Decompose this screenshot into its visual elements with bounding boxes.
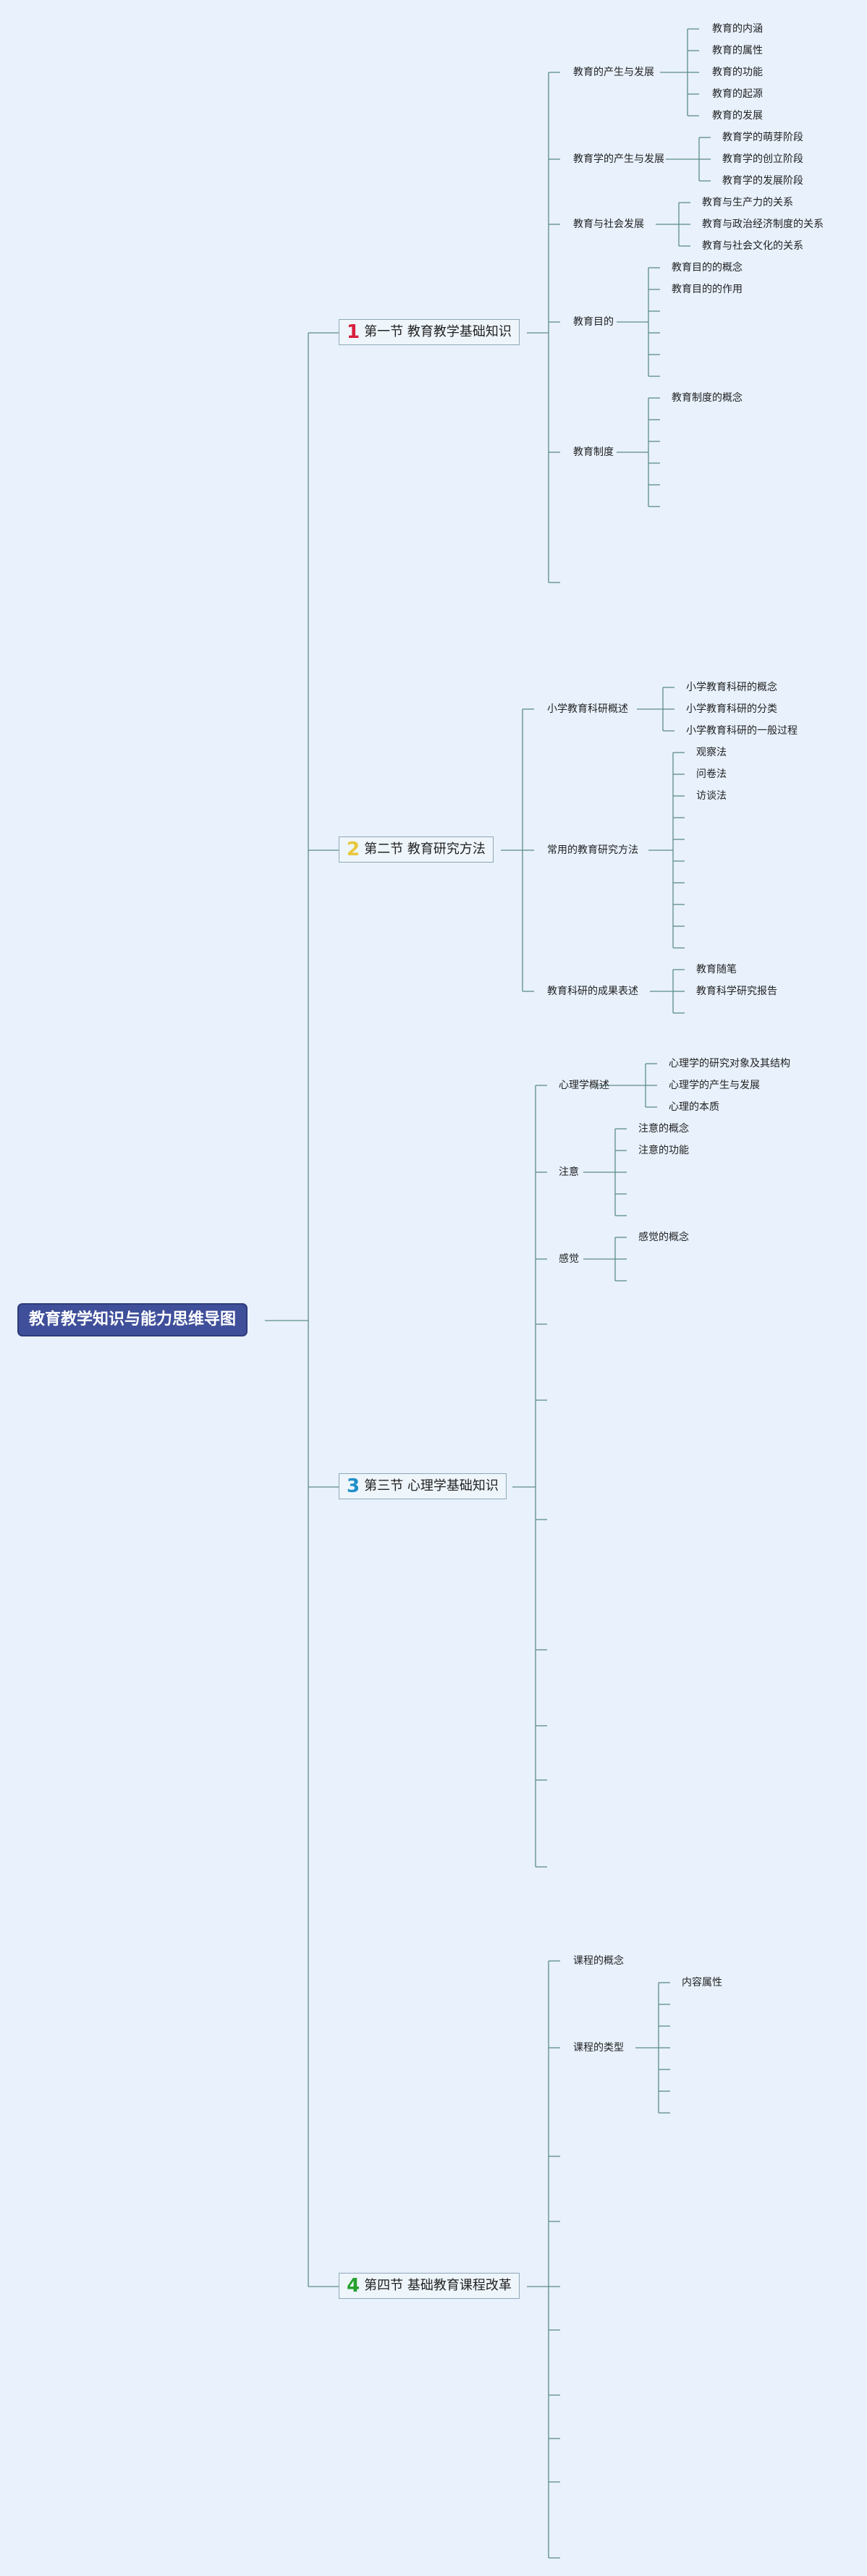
- leaf-3-1-2[interactable]: 心理学的产生与发展: [669, 1080, 760, 1091]
- leaf-3-1-1[interactable]: 心理学的研究对象及其结构: [669, 1058, 790, 1069]
- topic-4-2[interactable]: 课程的类型: [573, 2042, 624, 2054]
- leaf-2-3-2[interactable]: 教育科学研究报告: [696, 986, 777, 997]
- topic-1-5[interactable]: 教育制度: [573, 446, 614, 458]
- leaf-2-2-3[interactable]: 访谈法: [696, 790, 727, 802]
- leaf-1-1-5[interactable]: 教育的发展: [712, 110, 763, 122]
- leaf-1-4-2[interactable]: 教育目的的作用: [672, 284, 743, 295]
- leaf-2-1-3[interactable]: 小学教育科研的一般过程: [686, 725, 798, 737]
- section-4-title: 第四节 基础教育课程改革: [364, 2278, 512, 2293]
- topic-1-1[interactable]: 教育的产生与发展: [573, 67, 654, 78]
- leaf-2-2-2[interactable]: 问卷法: [696, 768, 727, 780]
- section-3-title: 第三节 心理学基础知识: [364, 1478, 499, 1494]
- leaf-1-3-3[interactable]: 教育与社会文化的关系: [702, 240, 803, 252]
- leaf-3-2-1[interactable]: 注意的概念: [638, 1123, 689, 1135]
- leaf-4-2-1[interactable]: 内容属性: [682, 1977, 722, 1988]
- leaf-2-3-1[interactable]: 教育随笔: [696, 964, 737, 975]
- leaf-2-1-1[interactable]: 小学教育科研的概念: [686, 682, 777, 693]
- leaf-1-1-3[interactable]: 教育的功能: [712, 67, 763, 78]
- section-2-node[interactable]: 2 第二节 教育研究方法: [339, 836, 494, 863]
- topic-4-1[interactable]: 课程的概念: [573, 1955, 624, 1967]
- leaf-2-1-2[interactable]: 小学教育科研的分类: [686, 703, 777, 715]
- leaf-1-2-1[interactable]: 教育学的萌芽阶段: [722, 132, 803, 143]
- leaf-2-2-1[interactable]: 观察法: [696, 747, 727, 758]
- topic-2-3[interactable]: 教育科研的成果表述: [547, 986, 638, 997]
- section-2-number: 2: [347, 839, 360, 860]
- leaf-1-1-2[interactable]: 教育的属性: [712, 45, 763, 56]
- leaf-1-1-4[interactable]: 教育的起源: [712, 88, 763, 100]
- topic-3-3[interactable]: 感觉: [559, 1253, 579, 1265]
- leaf-3-1-3[interactable]: 心理的本质: [669, 1101, 719, 1113]
- section-4-number: 4: [347, 2275, 360, 2297]
- section-1-number: 1: [347, 321, 360, 343]
- leaf-1-3-2[interactable]: 教育与政治经济制度的关系: [702, 219, 824, 230]
- leaf-1-1-1[interactable]: 教育的内涵: [712, 23, 763, 35]
- section-1-node[interactable]: 1 第一节 教育教学基础知识: [339, 319, 520, 345]
- topic-2-2[interactable]: 常用的教育研究方法: [547, 844, 638, 856]
- topic-1-2[interactable]: 教育学的产生与发展: [573, 153, 664, 165]
- leaf-1-4-1[interactable]: 教育目的的概念: [672, 262, 743, 274]
- leaf-1-2-3[interactable]: 教育学的发展阶段: [722, 175, 803, 187]
- topic-3-2[interactable]: 注意: [559, 1166, 579, 1178]
- section-4-node[interactable]: 4 第四节 基础教育课程改革: [339, 2273, 520, 2299]
- topic-1-4[interactable]: 教育目的: [573, 316, 614, 328]
- topic-3-1[interactable]: 心理学概述: [559, 1080, 609, 1091]
- section-2-title: 第二节 教育研究方法: [364, 842, 486, 857]
- section-3-number: 3: [347, 1475, 360, 1497]
- leaf-1-5-1[interactable]: 教育制度的概念: [672, 392, 743, 404]
- topic-1-3[interactable]: 教育与社会发展: [573, 219, 644, 230]
- leaf-1-2-2[interactable]: 教育学的创立阶段: [722, 153, 803, 165]
- leaf-3-3-1[interactable]: 感觉的概念: [638, 1232, 689, 1243]
- leaf-3-2-2[interactable]: 注意的功能: [638, 1145, 689, 1156]
- topic-2-1[interactable]: 小学教育科研概述: [547, 703, 628, 715]
- root-title[interactable]: 教育教学知识与能力思维导图: [17, 1303, 248, 1336]
- leaf-1-3-1[interactable]: 教育与生产力的关系: [702, 197, 793, 208]
- section-1-title: 第一节 教育教学基础知识: [364, 324, 512, 339]
